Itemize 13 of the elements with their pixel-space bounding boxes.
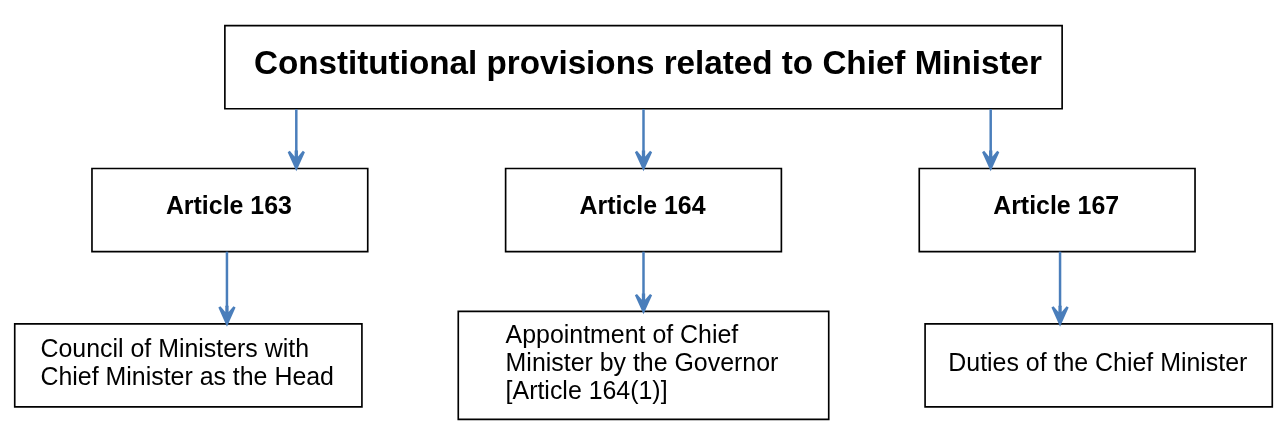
node-box: Council of Ministers with Chief Minister as the Head [13, 323, 363, 408]
node-box: Duties of the Chief Minister [924, 323, 1274, 408]
node-box: Article 163 [91, 167, 369, 253]
node-box: Constitutional provisions related to Chief Minister [224, 24, 1063, 110]
arrow [634, 251, 653, 313]
arrow [1051, 251, 1069, 325]
node-box: Appointment of Chief Minister by the Governor [Article 164(1)] [457, 310, 830, 421]
node-box: Article 164 [504, 167, 783, 253]
arrow [981, 109, 1000, 170]
arrow [287, 109, 306, 170]
arrow [218, 251, 236, 325]
node-box: Article 167 [918, 167, 1196, 253]
arrow [634, 109, 653, 170]
